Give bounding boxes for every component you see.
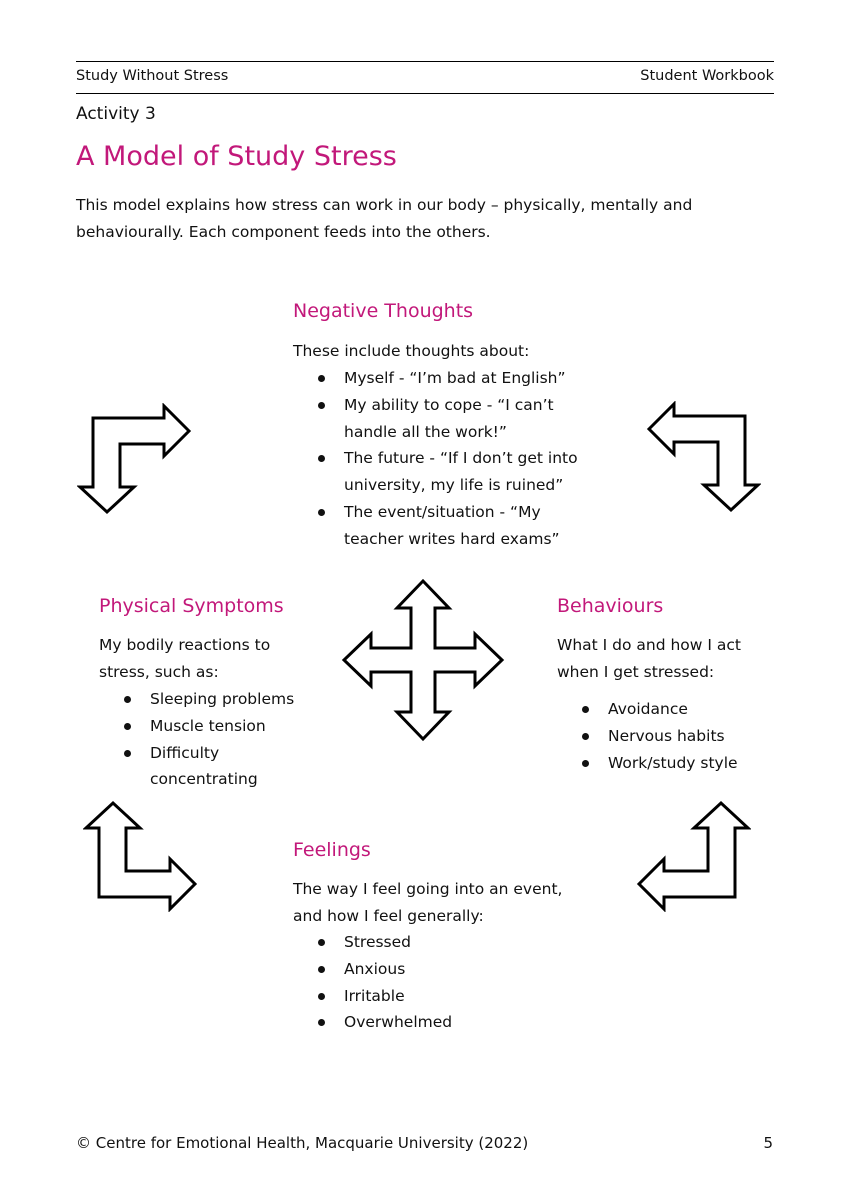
physical-symptoms-lead: My bodily reactions to stress, such as: <box>99 636 271 681</box>
list-item: Overwhelmed <box>318 1009 518 1036</box>
negative-thoughts-title: Negative Thoughts <box>293 300 474 322</box>
header-left-text: Study Without Stress <box>76 68 229 84</box>
list-item: The event/situation - “My teacher writes… <box>318 499 580 553</box>
four-way-arrow-icon <box>341 578 505 742</box>
intro-paragraph: This model explains how stress can work … <box>76 196 693 241</box>
list-item: Irritable <box>318 983 518 1010</box>
list-item: The future - “If I don’t get into univer… <box>318 445 580 499</box>
list-item: Muscle tension <box>124 713 304 740</box>
list-item: Avoidance <box>582 696 772 723</box>
physical-symptoms-list: Sleeping problems Muscle tension Difficu… <box>124 686 304 793</box>
negative-thoughts-lead: These include thoughts about: <box>293 342 530 360</box>
activity-label: Activity 3 <box>76 104 156 124</box>
feelings-title: Feelings <box>293 839 371 861</box>
list-item: Anxious <box>318 956 518 983</box>
behaviours-list: Avoidance Nervous habits Work/study styl… <box>582 696 772 776</box>
header-bottom-rule <box>76 93 774 94</box>
list-item: Nervous habits <box>582 723 772 750</box>
list-item: My ability to cope - “I can’t handle all… <box>318 392 580 446</box>
list-item: Work/study style <box>582 750 772 777</box>
header-right-text: Student Workbook <box>640 68 774 84</box>
list-item: Difficulty concentrating <box>124 740 304 794</box>
bent-arrow-icon <box>83 800 198 912</box>
footer-copyright: © Centre for Emotional Health, Macquarie… <box>76 1134 529 1152</box>
behaviours-title: Behaviours <box>557 595 664 617</box>
list-item: Sleeping problems <box>124 686 304 713</box>
bent-arrow-icon <box>646 401 761 513</box>
bent-arrow-icon <box>636 800 751 912</box>
negative-thoughts-list: Myself - “I’m bad at English” My ability… <box>318 365 580 553</box>
page-number: 5 <box>763 1134 773 1152</box>
list-item: Myself - “I’m bad at English” <box>318 365 580 392</box>
feelings-lead: The way I feel going into an event, and … <box>293 880 563 925</box>
physical-symptoms-title: Physical Symptoms <box>99 595 284 617</box>
behaviours-lead: What I do and how I act when I get stres… <box>557 636 741 681</box>
list-item: Stressed <box>318 929 518 956</box>
bent-arrow-icon <box>77 403 192 515</box>
page-title: A Model of Study Stress <box>76 141 397 172</box>
feelings-list: Stressed Anxious Irritable Overwhelmed <box>318 929 518 1036</box>
header-top-rule <box>76 61 774 62</box>
